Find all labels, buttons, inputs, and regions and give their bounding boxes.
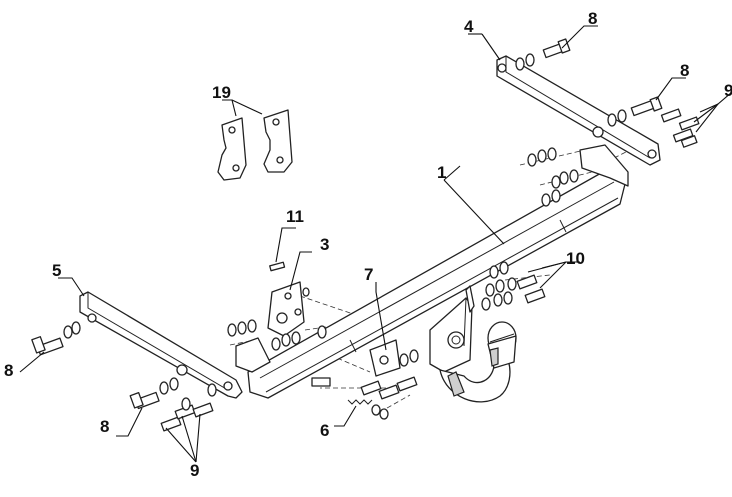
spring-washer-set (347, 399, 389, 420)
label-socket-bracket: 7 (364, 265, 373, 284)
fastener-set-right (527, 147, 579, 207)
label-screw: 11 (286, 207, 304, 226)
label-spring-set: 6 (320, 421, 329, 440)
label-bolt-left: 8 (4, 361, 13, 380)
bolt-set-top-right (515, 38, 700, 148)
side-bracket-left (79, 291, 243, 399)
leader-lines (19, 25, 732, 463)
fastener-set-left (227, 319, 331, 387)
label-bolt-bottom: 8 (100, 417, 109, 436)
tow-ball-assembly (429, 285, 517, 403)
bolt-set-left (31, 321, 217, 432)
label-bolt-set-bottom: 9 (190, 461, 199, 480)
label-bolt-set-center: 10 (566, 249, 585, 268)
label-bolt-right: 8 (680, 61, 689, 80)
label-left-bracket: 5 (52, 261, 61, 280)
label-crossbar: 1 (437, 163, 446, 182)
main-crossbar (235, 144, 629, 399)
label-bolt-set-right: 9 (724, 81, 732, 100)
label-right-bracket: 4 (464, 17, 474, 36)
side-bracket-right (496, 55, 661, 166)
label-bolt-top: 8 (588, 9, 597, 28)
part-labels: 1 3 4 5 6 7 8 8 8 8 9 9 10 11 19 (4, 9, 732, 480)
mounting-plates (217, 109, 293, 181)
label-socket-plate: 3 (320, 235, 329, 254)
socket-bracket (360, 339, 419, 400)
electrical-socket-plate (267, 261, 310, 337)
label-mounting-plates: 19 (212, 83, 231, 102)
bolt-set-center (481, 261, 546, 311)
